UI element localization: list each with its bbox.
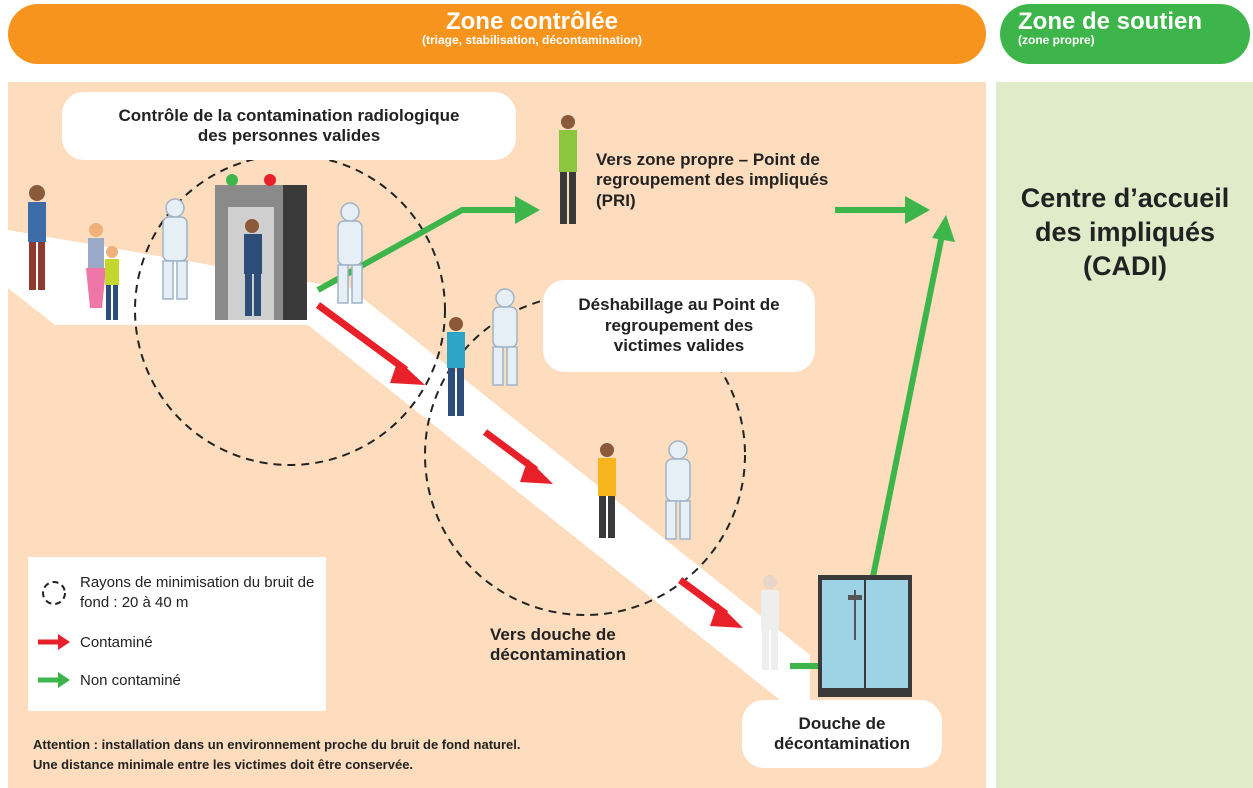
- legend-box: Rayons de minimisation du bruit de fond …: [28, 557, 326, 711]
- legend-not-contaminated: Non contaminé: [28, 671, 181, 689]
- person-child: [105, 246, 119, 320]
- person-icon: [28, 115, 779, 670]
- undressing-text: Déshabillage au Point de regroupement de…: [578, 295, 780, 356]
- red-arrow-icon: [28, 633, 80, 651]
- person-undressing: [447, 317, 465, 416]
- contamination-check-text: Contrôle de la contamination radiologiqu…: [118, 105, 460, 145]
- person-at-portal: [244, 219, 262, 316]
- decon-walkway: [308, 284, 810, 700]
- responder-3: [492, 288, 518, 386]
- controlled-zone-subtitle: (triage, stabilisation, décontamination): [421, 33, 643, 48]
- warning-note-line-2: Une distance minimale entre les victimes…: [33, 757, 414, 773]
- support-zone-title: Zone de soutien: [1018, 8, 1203, 35]
- legend-radius: Rayons de minimisation du bruit de fond …: [28, 573, 316, 612]
- person-elderly: [761, 575, 779, 670]
- responder-4: [665, 440, 691, 540]
- to-clean-zone-label: Vers zone propre – Point de regroupement…: [596, 150, 829, 210]
- warning-note-line-1: Attention : installation dans un environ…: [33, 737, 521, 752]
- hazmat-suit-icon: [162, 198, 691, 540]
- contamination-check-bubble: Contrôle de la contamination radiologiqu…: [62, 92, 516, 160]
- person-walking-to-shower: [598, 443, 616, 538]
- shower-text: Douche de décontamination: [773, 713, 910, 753]
- warning-note: Attention : installation dans un environ…: [33, 735, 673, 775]
- legend-radius-text: Rayons de minimisation du bruit de fond …: [80, 574, 315, 611]
- support-zone-subtitle: (zone propre): [1018, 33, 1095, 48]
- shower-bubble: Douche de décontamination: [742, 700, 942, 768]
- to-shower-label: Vers douche de décontamination: [490, 625, 627, 665]
- controlled-zone-header: Zone contrôlée (triage, stabilisation, d…: [8, 4, 986, 64]
- minimisation-radius-circle-2: [424, 294, 746, 616]
- legend-contaminated-text: Contaminé: [80, 633, 153, 651]
- responder-1: [162, 198, 188, 300]
- cadi-label: Centre d’accueil des impliqués (CADI): [1020, 183, 1230, 281]
- person-clean-zone: [559, 115, 577, 224]
- responder-2: [337, 202, 363, 304]
- undressing-bubble: Déshabillage au Point de regroupement de…: [543, 280, 815, 372]
- controlled-zone-title: Zone contrôlée: [445, 8, 619, 35]
- green-arrow-icon: [28, 671, 80, 689]
- person-adult-man: [28, 185, 46, 290]
- dashed-circle-icon: [28, 578, 80, 608]
- support-zone-area: [996, 82, 1253, 788]
- support-zone-header: Zone de soutien (zone propre): [1000, 4, 1250, 64]
- legend-not-contaminated-text: Non contaminé: [80, 671, 181, 689]
- person-woman: [86, 223, 106, 308]
- shower-cabin-icon: [818, 575, 912, 697]
- legend-contaminated: Contaminé: [28, 633, 153, 651]
